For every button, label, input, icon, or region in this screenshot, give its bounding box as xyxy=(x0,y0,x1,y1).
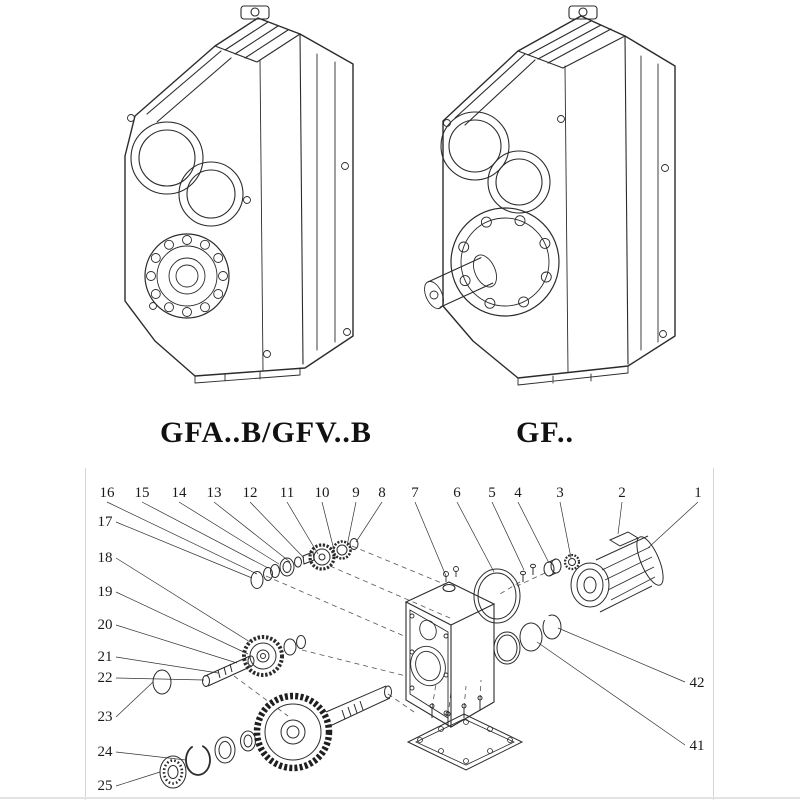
gfab-line-drawing xyxy=(124,5,354,384)
input-shaft-parts xyxy=(250,538,359,589)
oil-plug-tab xyxy=(240,5,270,20)
callout-9: 9 xyxy=(352,485,360,501)
output-bearing xyxy=(144,233,230,319)
bearing-washer xyxy=(214,736,236,764)
shim-ring xyxy=(519,622,543,652)
exploded-diagram: 16 15 14 13 12 11 10 9 8 7 6 5 4 3 2 1 1… xyxy=(98,485,705,794)
housing-front-face xyxy=(409,609,449,719)
product-label-gf: GF.. xyxy=(516,416,574,449)
callout-10: 10 xyxy=(315,485,330,501)
intermediate-gear xyxy=(242,635,284,677)
callout-7: 7 xyxy=(411,485,419,501)
coupling-bushing xyxy=(543,558,562,577)
gearbox-gf-drawing xyxy=(424,5,676,386)
callout-15: 15 xyxy=(135,485,150,501)
callout-20: 20 xyxy=(98,617,113,633)
terminal-box xyxy=(608,531,640,547)
output-bearing-ring xyxy=(493,631,521,665)
callout-numbers: 16 15 14 13 12 11 10 9 8 7 6 5 4 3 2 1 1… xyxy=(98,485,705,794)
callout-25: 25 xyxy=(98,778,113,794)
flange-bolts xyxy=(520,563,536,582)
washer xyxy=(270,564,280,578)
motor-pinion xyxy=(563,553,581,571)
callout-18: 18 xyxy=(98,550,113,566)
callout-19: 19 xyxy=(98,584,113,600)
callout-42: 42 xyxy=(690,675,705,691)
input-bores xyxy=(130,121,244,227)
callout-14: 14 xyxy=(172,485,188,501)
intermediate-gear-parts xyxy=(152,635,306,695)
page-edge-line-left xyxy=(85,468,86,800)
gearbox-gfab-drawing xyxy=(124,5,354,384)
adapter-gasket xyxy=(473,568,521,624)
gf-line-drawing xyxy=(424,5,676,386)
cover-plate-drawing xyxy=(406,695,524,771)
retaining-ring xyxy=(283,638,297,656)
callout-6: 6 xyxy=(453,485,461,501)
motor-drawing xyxy=(570,531,664,613)
output-gear xyxy=(253,692,333,772)
callout-22: 22 xyxy=(98,670,113,686)
pinion-gear xyxy=(308,543,336,571)
ball-bearing xyxy=(159,755,187,789)
output-shaft xyxy=(325,685,392,727)
callout-8: 8 xyxy=(378,485,386,501)
cover-bolts xyxy=(429,695,483,726)
callout-41: 41 xyxy=(690,738,705,754)
callout-16: 16 xyxy=(100,485,116,501)
callout-13: 13 xyxy=(207,485,222,501)
small-bearing xyxy=(279,557,295,577)
callout-1: 1 xyxy=(694,485,702,501)
bolt-holes xyxy=(443,115,669,338)
callout-23: 23 xyxy=(98,709,113,725)
page-edge-line-right xyxy=(713,468,714,800)
washer xyxy=(263,567,273,581)
callout-12: 12 xyxy=(243,485,258,501)
callout-21: 21 xyxy=(98,649,113,665)
spacer xyxy=(294,556,302,568)
oil-plug-tab xyxy=(568,5,598,20)
callout-24: 24 xyxy=(98,744,114,760)
seal-ring xyxy=(250,571,264,589)
callout-3: 3 xyxy=(556,485,564,501)
callout-5: 5 xyxy=(488,485,496,501)
small-gear xyxy=(332,540,352,560)
retaining-ring xyxy=(296,635,306,649)
oil-seal xyxy=(152,669,172,695)
input-bores xyxy=(440,111,551,214)
page-edge-line-bottom xyxy=(0,797,800,799)
pinion-shaft xyxy=(202,655,255,687)
housing-top-bolts xyxy=(443,566,459,582)
motor-side-parts xyxy=(473,531,664,624)
key xyxy=(302,551,315,565)
circlip xyxy=(542,614,562,640)
output-shaft-parts xyxy=(159,685,392,789)
callout-leader-lines xyxy=(106,501,699,787)
callout-17: 17 xyxy=(98,514,114,530)
callout-4: 4 xyxy=(514,485,522,501)
product-label-gfab: GFA..B/GFV..B xyxy=(160,416,372,449)
callout-11: 11 xyxy=(280,485,294,501)
spacer-washer xyxy=(240,730,256,752)
output-ring-parts xyxy=(493,614,562,665)
assembly-dashed-lines xyxy=(233,545,546,717)
end-washer xyxy=(349,538,359,550)
snap-ring xyxy=(185,744,211,776)
output-flange-shaft xyxy=(424,207,560,317)
bolt-holes xyxy=(127,114,351,358)
callout-2: 2 xyxy=(618,485,626,501)
